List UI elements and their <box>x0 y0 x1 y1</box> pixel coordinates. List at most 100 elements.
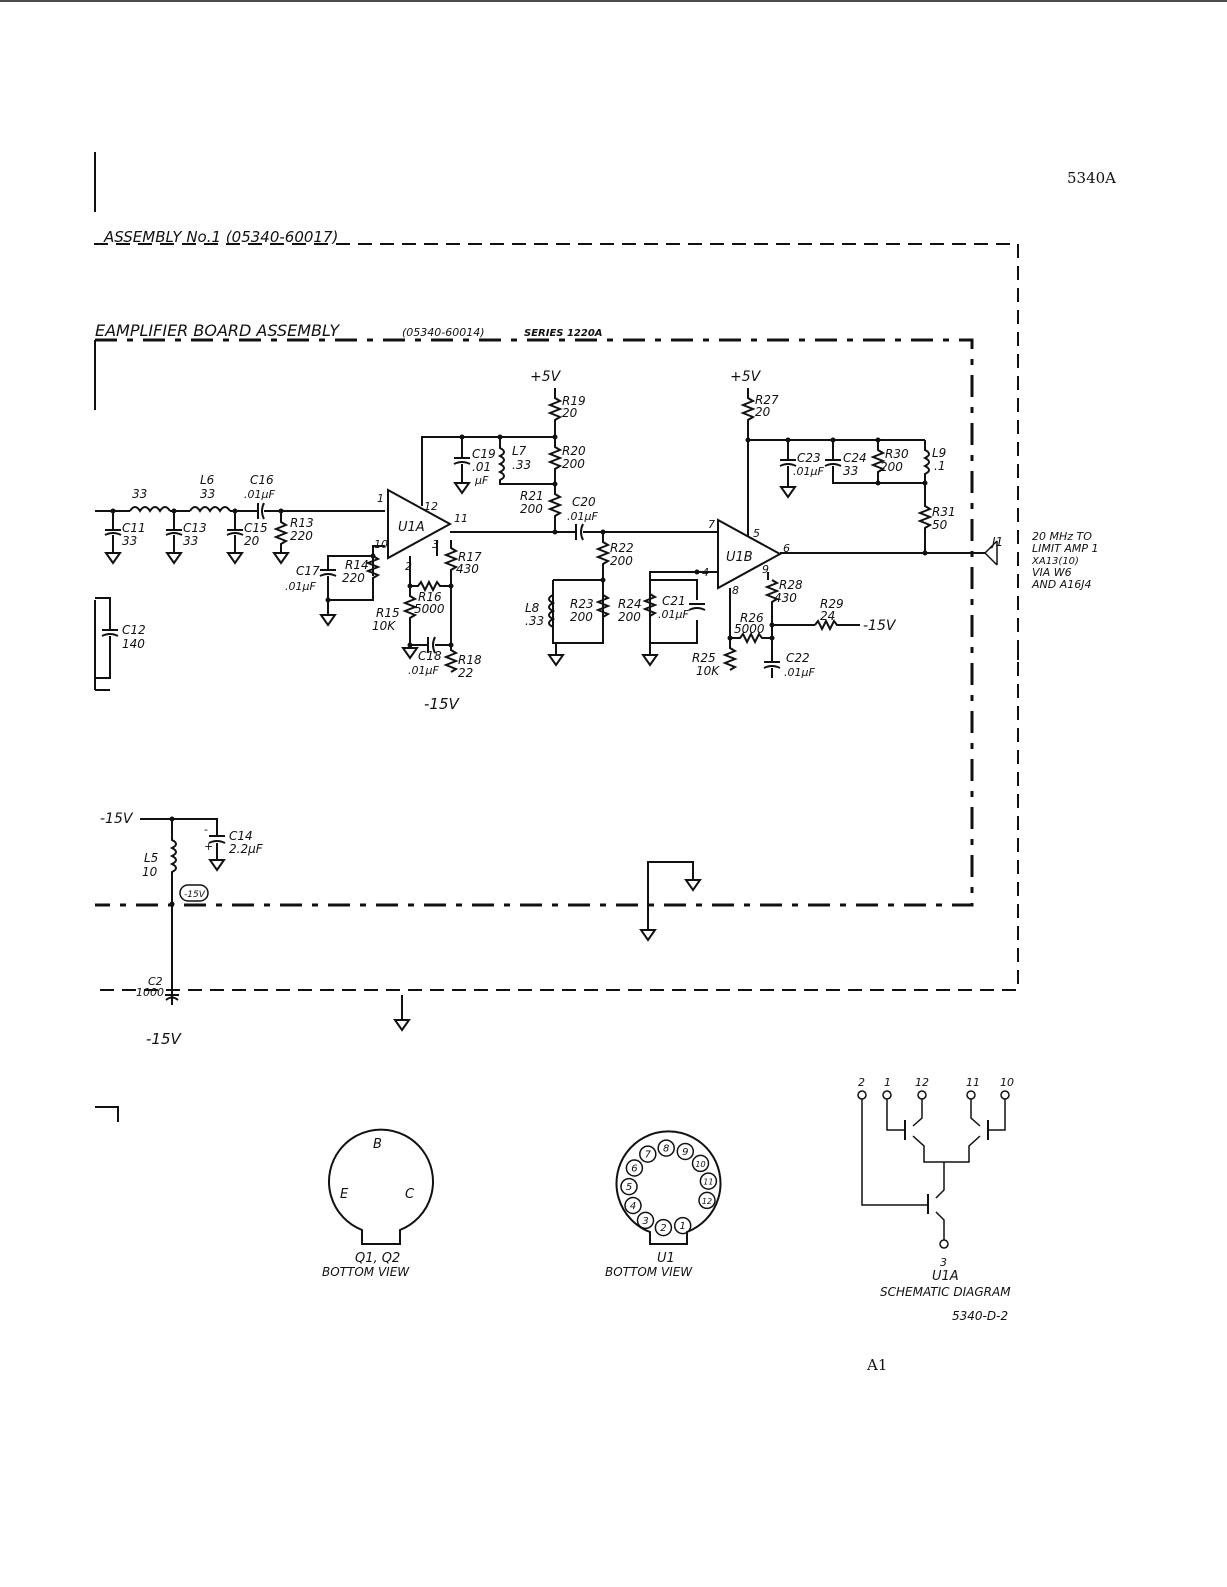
svg-text:6: 6 <box>783 542 790 555</box>
amplifier-u1b: U1B 7 5 6 4 9 8 <box>702 518 790 597</box>
svg-text:20: 20 <box>244 534 260 548</box>
supply-neg15-input: -15V <box>100 811 134 827</box>
resistor-r21: R21 200 <box>520 484 563 532</box>
svg-text:7: 7 <box>708 518 715 531</box>
svg-text:U1A: U1A <box>932 1269 959 1284</box>
supply-plus5-a: +5V <box>530 369 562 385</box>
capacitor-c22: C22 .01µF <box>763 638 815 679</box>
svg-text:33: 33 <box>122 534 137 548</box>
svg-text:R19: R19 <box>562 394 586 408</box>
svg-text:C22: C22 <box>786 651 810 665</box>
capacitor-c19: C19 .01 µF <box>453 437 496 495</box>
resistor-r29: R29 24 -15V <box>814 597 897 634</box>
svg-text:-: - <box>204 823 208 836</box>
svg-text:.01µF: .01µF <box>658 608 689 621</box>
resistor-r30: R30 200 <box>870 440 909 483</box>
transistor-bottom-view: B E C Q1, Q2 BOTTOM VIEW <box>322 1128 434 1279</box>
ic-pin <box>654 1218 673 1237</box>
svg-text:XA13(10): XA13(10) <box>1031 556 1079 567</box>
resistor-r15: R15 10K <box>372 586 418 648</box>
svg-text:.01: .01 <box>472 460 491 474</box>
ic-pin <box>636 1211 655 1230</box>
svg-text:B: B <box>373 1137 382 1152</box>
capacitor-c12: C12 140 <box>95 597 146 679</box>
svg-text:.33: .33 <box>512 458 531 472</box>
svg-text:C20: C20 <box>572 495 596 509</box>
svg-text:J1: J1 <box>990 535 1003 549</box>
svg-text:C13: C13 <box>183 521 207 535</box>
ic-pin-number: 11 <box>703 1178 713 1187</box>
ic-pin-number: 7 <box>645 1150 652 1161</box>
capacitor-c17: C17 .01µF <box>285 564 337 627</box>
capacitor-c23: C23 .01µF <box>779 440 824 499</box>
capacitor-c21: C21 .01µF <box>658 594 706 621</box>
resistor-r24: R24 200 <box>618 593 658 624</box>
svg-text:R27: R27 <box>755 393 779 407</box>
inductor-l9: L9 .1 <box>922 440 946 483</box>
svg-text:C12: C12 <box>122 623 146 637</box>
ic-pin-number: 3 <box>642 1216 648 1227</box>
svg-text:200: 200 <box>610 554 633 568</box>
svg-text:10: 10 <box>1000 1076 1014 1089</box>
svg-text:220: 220 <box>290 529 313 543</box>
svg-text:.01µF: .01µF <box>793 465 824 478</box>
svg-text:BOTTOM VIEW: BOTTOM VIEW <box>322 1265 410 1279</box>
svg-text:R24: R24 <box>618 597 642 611</box>
svg-text:R31: R31 <box>932 505 956 519</box>
u1a-internal-schematic: 2 1 12 11 10 3 U1A SCHEMATIC DIAGRAM 534… <box>857 1076 1014 1323</box>
inner-board-title: EAMPLIFIER BOARD ASSEMBLY <box>95 321 340 340</box>
svg-text:.01µF: .01µF <box>285 580 316 593</box>
resistor-r25: R25 10K <box>692 638 738 678</box>
svg-text:430: 430 <box>774 591 797 605</box>
svg-text:24: 24 <box>820 609 835 623</box>
ic-pin <box>657 1139 675 1157</box>
capacitor-c13: C13 33 <box>165 511 207 565</box>
svg-text:5000: 5000 <box>414 602 445 616</box>
svg-text:3: 3 <box>940 1256 947 1269</box>
ic-pin-number: 12 <box>702 1197 712 1206</box>
model-number: 5340A <box>1067 169 1116 187</box>
ic-pin <box>620 1177 638 1196</box>
svg-text:9: 9 <box>762 563 769 576</box>
ic-pin <box>624 1196 642 1215</box>
svg-text:2.2µF: 2.2µF <box>229 842 264 856</box>
resistor-r17: R17 430 <box>443 540 482 586</box>
svg-text:430: 430 <box>456 562 479 576</box>
inductor-l5: L5 10 <box>142 819 177 1005</box>
inductor-l6 <box>189 506 231 513</box>
ic-pin-number: 6 <box>631 1164 637 1175</box>
svg-text:R29: R29 <box>820 597 844 611</box>
svg-text:220: 220 <box>342 571 365 585</box>
ic-pin-number: 8 <box>663 1144 669 1155</box>
supply-plus5-b: +5V <box>730 369 762 385</box>
ic-pin <box>676 1142 695 1161</box>
svg-text:L9: L9 <box>932 446 946 460</box>
svg-text:1: 1 <box>884 1076 891 1089</box>
svg-text:12: 12 <box>424 500 438 513</box>
ic-pin <box>691 1154 710 1173</box>
svg-text:33: 33 <box>183 534 198 548</box>
svg-text:.01µF: .01µF <box>244 488 275 501</box>
capacitor-c24: C24 33 <box>824 440 925 484</box>
svg-text:2: 2 <box>405 560 412 573</box>
amplifier-u1a: U1A 1 12 11 10 3 2 <box>374 488 468 573</box>
svg-text:.01µF: .01µF <box>784 666 815 679</box>
resistor-r23: R23 200 <box>570 594 611 624</box>
svg-text:1: 1 <box>377 492 384 505</box>
svg-text:R18: R18 <box>458 653 482 667</box>
resistor-r19: R19 20 <box>547 388 586 437</box>
svg-text:L8: L8 <box>525 601 540 615</box>
svg-text:R25: R25 <box>692 651 716 665</box>
svg-text:C19: C19 <box>472 447 496 461</box>
svg-text:140: 140 <box>122 637 145 651</box>
svg-text:+: + <box>204 840 213 853</box>
svg-text:20: 20 <box>562 406 578 420</box>
svg-text:U1: U1 <box>657 1251 675 1266</box>
svg-text:C11: C11 <box>122 521 146 535</box>
ic-pin-number: 2 <box>660 1223 666 1234</box>
ground-assembly <box>393 995 411 1032</box>
svg-text:33: 33 <box>843 464 858 478</box>
